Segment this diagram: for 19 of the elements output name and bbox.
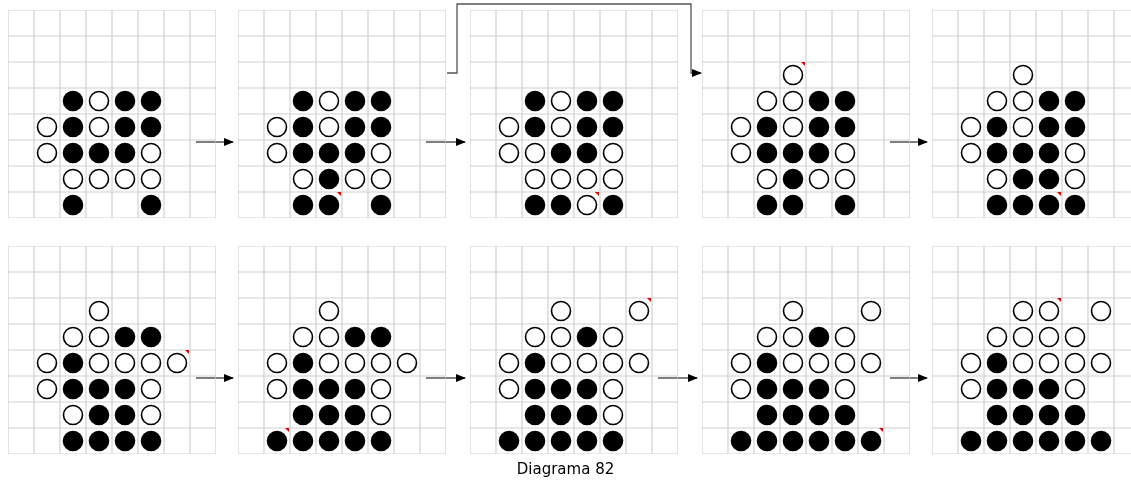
game-board-drawing [8, 10, 216, 218]
game-board-drawing [470, 10, 678, 218]
arrow [889, 138, 928, 146]
game-board-drawing [932, 10, 1131, 218]
game-board-drawing [702, 246, 910, 454]
arrow [889, 374, 928, 382]
arrow [195, 374, 234, 382]
game-board-drawing [8, 246, 216, 454]
game-board-drawing [702, 10, 910, 218]
game-board-drawing [470, 246, 678, 454]
game-board-drawing [238, 10, 446, 218]
arrow [425, 374, 466, 382]
game-board-drawing [238, 246, 446, 454]
arrow [195, 138, 234, 146]
arrow [446, 3, 702, 77]
arrow [657, 374, 698, 382]
diagram-caption: Diagrama 82 [516, 460, 615, 478]
arrow [425, 138, 466, 146]
game-board-drawing [932, 246, 1131, 454]
